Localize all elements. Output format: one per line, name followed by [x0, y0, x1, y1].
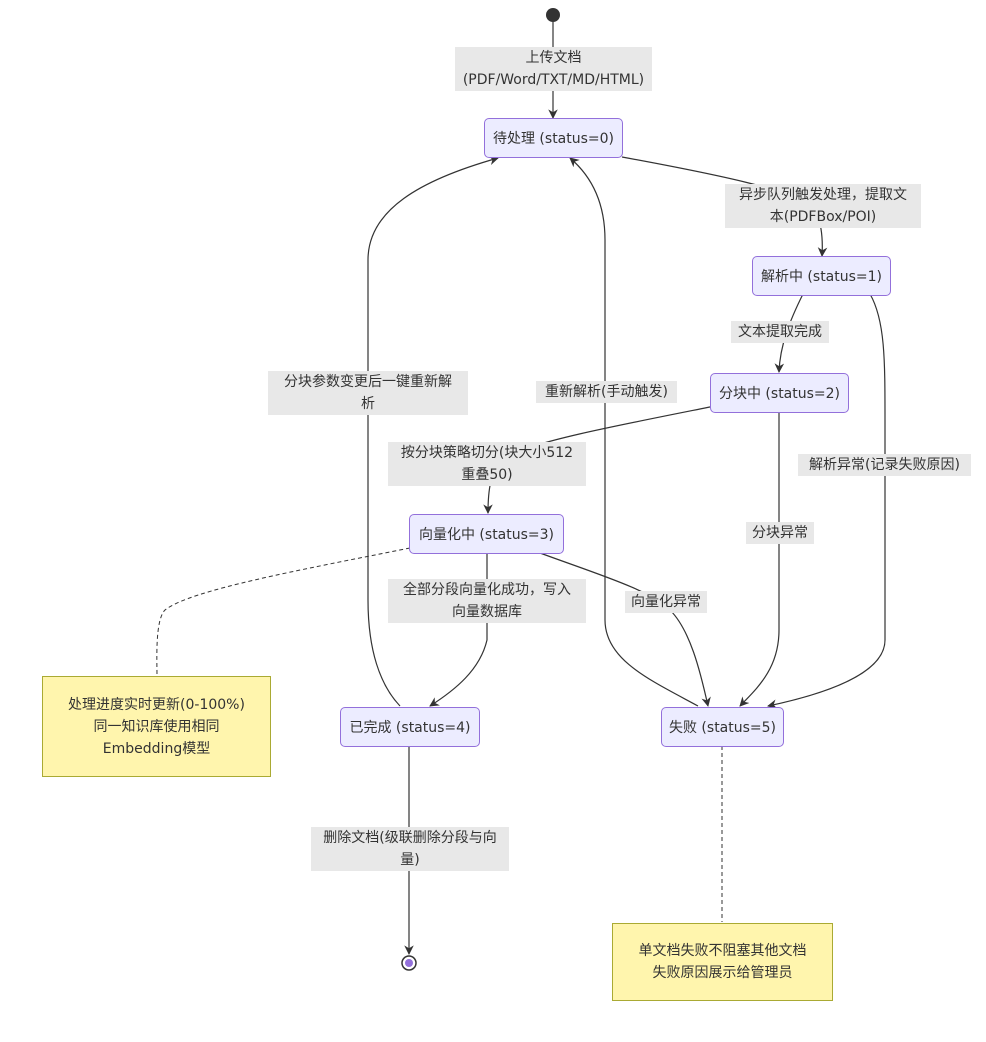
transition-label-vector-success: 全部分段向量化成功，写入 向量数据库 [388, 579, 586, 623]
state-parsing-label: 解析中 (status=1) [760, 269, 883, 285]
state-failed[interactable]: 失败 (status=5) [661, 707, 784, 747]
transition-label-manual-reparse: 重新解析(手动触发) [536, 381, 677, 403]
note-failed: 单文档失败不阻塞其他文档 失败原因展示给管理员 [612, 923, 833, 1001]
edge-failed-to-pending [569, 157, 699, 707]
transition-label-parse-error: 解析异常(记录失败原因) [798, 454, 971, 476]
transition-label-rechunk: 分块参数变更后一键重新解 析 [268, 371, 468, 415]
state-completed[interactable]: 已完成 (status=4) [340, 707, 480, 747]
transition-label-async-parse: 异步队列触发处理，提取文 本(PDFBox/POI) [725, 184, 921, 228]
note-vectorizing: 处理进度实时更新(0-100%) 同一知识库使用相同 Embedding模型 [42, 676, 271, 777]
state-vectorizing-label: 向量化中 (status=3) [418, 527, 555, 543]
transition-label-text-extracted: 文本提取完成 [731, 321, 829, 343]
start-node-icon [546, 8, 560, 22]
edge-vectorizing-to-failed [539, 552, 711, 707]
transition-label-chunk-strategy: 按分块策略切分(块大小512 重叠50) [388, 442, 586, 486]
state-pending[interactable]: 待处理 (status=0) [484, 118, 623, 158]
state-failed-label: 失败 (status=5) [668, 720, 777, 736]
transition-label-upload: 上传文档 (PDF/Word/TXT/MD/HTML) [455, 47, 652, 91]
state-pending-label: 待处理 (status=0) [492, 131, 615, 147]
state-parsing[interactable]: 解析中 (status=1) [752, 256, 891, 296]
transition-label-vector-error: 向量化异常 [625, 591, 707, 613]
edge-chunking-to-failed [739, 412, 780, 707]
transition-label-chunk-error: 分块异常 [746, 522, 814, 544]
end-node-icon [401, 955, 417, 971]
transition-label-delete: 删除文档(级联删除分段与向 量) [311, 827, 509, 871]
edge-completed-to-pending [367, 155, 499, 707]
note-connector-vectorizing [156, 547, 411, 677]
state-completed-label: 已完成 (status=4) [349, 720, 471, 736]
state-chunking[interactable]: 分块中 (status=2) [710, 373, 849, 413]
state-vectorizing[interactable]: 向量化中 (status=3) [409, 514, 564, 554]
state-chunking-label: 分块中 (status=2) [718, 386, 841, 402]
edge-parsing-to-failed [767, 293, 886, 709]
edge-vectorizing-to-completed [429, 553, 488, 707]
